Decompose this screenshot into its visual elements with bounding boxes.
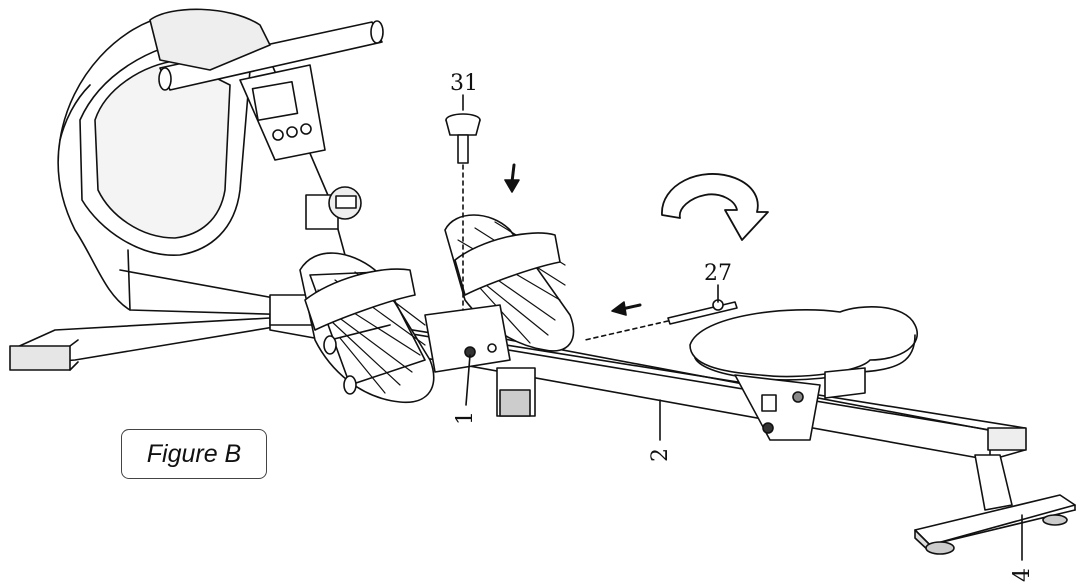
label-4: 4 [1010, 568, 1035, 582]
figure-caption: Figure B [146, 439, 242, 468]
figure-caption-box: Figure B [121, 429, 267, 479]
left-arrow [612, 302, 640, 315]
label-1: 1 [453, 411, 478, 425]
monitor [240, 65, 325, 160]
down-arrow [505, 165, 519, 192]
label-27: 27 [704, 261, 732, 286]
left-footplate [300, 253, 434, 402]
front-leg [497, 368, 535, 416]
handlebar [150, 9, 383, 90]
label-31: 31 [450, 71, 478, 96]
right-footplate [445, 215, 574, 351]
rear-stabilizer [915, 455, 1075, 554]
leader-line-1 [466, 355, 470, 405]
axle-part-27 [668, 300, 737, 324]
label-2: 2 [648, 448, 673, 462]
dashed-guide-27 [585, 321, 668, 340]
seat [690, 307, 917, 440]
front-stabilizer [10, 318, 280, 370]
rotation-arrow [662, 174, 768, 240]
knob-part-31 [446, 114, 480, 163]
resistance-knob [306, 187, 361, 229]
pivot-bracket [425, 305, 510, 372]
